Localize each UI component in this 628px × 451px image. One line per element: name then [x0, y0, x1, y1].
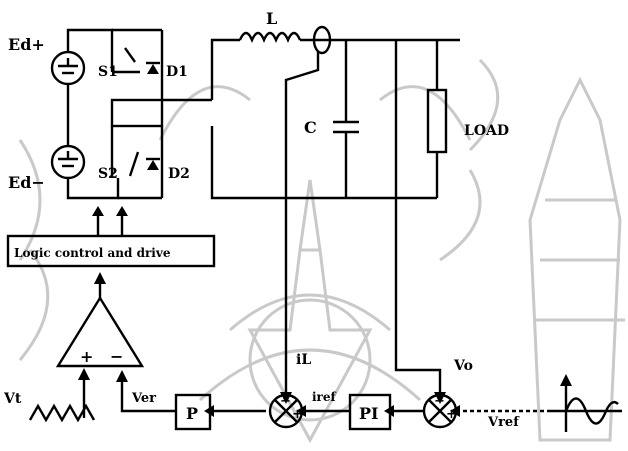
voltage-junction-plus: + [446, 407, 457, 422]
s2-label: S2 [98, 166, 118, 182]
comparator-minus: − [110, 347, 123, 366]
bottom-dc-source: Ed− [8, 144, 86, 192]
ed-minus-label: Ed− [8, 173, 45, 192]
comparator-plus: + [80, 347, 93, 366]
il-label: iL [296, 352, 311, 368]
switch-icon [110, 47, 140, 74]
p-label: P [186, 404, 198, 423]
watermark-seal [18, 58, 625, 444]
top-dc-source: Ed+ [8, 35, 86, 86]
output-filter: L C LOAD [210, 9, 509, 200]
p-controller-block: P [174, 393, 212, 431]
pi-label: PI [359, 404, 379, 423]
switch-icon [110, 148, 140, 178]
d2-label: D2 [168, 166, 190, 182]
vt-label: Vt [3, 391, 22, 407]
comparator-icon [55, 295, 145, 368]
logic-control-label: Logic control and drive [14, 246, 171, 260]
battery-source-icon [58, 151, 78, 168]
diode-icon [146, 61, 160, 74]
inductor-icon [238, 31, 302, 44]
logic-control-block: Logic control and drive [6, 206, 216, 268]
current-junction-minus: − [280, 394, 291, 409]
sine-wave-icon [564, 397, 619, 425]
ver-label: Ver [131, 391, 156, 406]
vo-label: Vo [453, 358, 473, 374]
carrier-signal: Vt [3, 368, 96, 423]
switch-leg: S1 D1 S2 D2 [98, 28, 212, 200]
capacitor-label: C [304, 118, 317, 137]
ed-plus-label: Ed+ [8, 35, 45, 54]
load-label: LOAD [464, 123, 509, 139]
current-junction-plus: + [292, 407, 303, 422]
voltage-junction-minus: − [434, 394, 445, 409]
s1-label: S1 [98, 64, 118, 80]
vref-label: Vref [487, 415, 520, 430]
battery-source-icon [58, 58, 78, 75]
capacitor-icon [333, 120, 359, 134]
reference-sine [548, 374, 622, 432]
voltage-summing-junction: − + [422, 393, 458, 429]
diode-icon [146, 157, 160, 170]
d1-label: D1 [166, 64, 188, 80]
inductor-label: L [266, 9, 277, 28]
iref-label: iref [312, 390, 337, 404]
comparator: + − [55, 272, 145, 368]
